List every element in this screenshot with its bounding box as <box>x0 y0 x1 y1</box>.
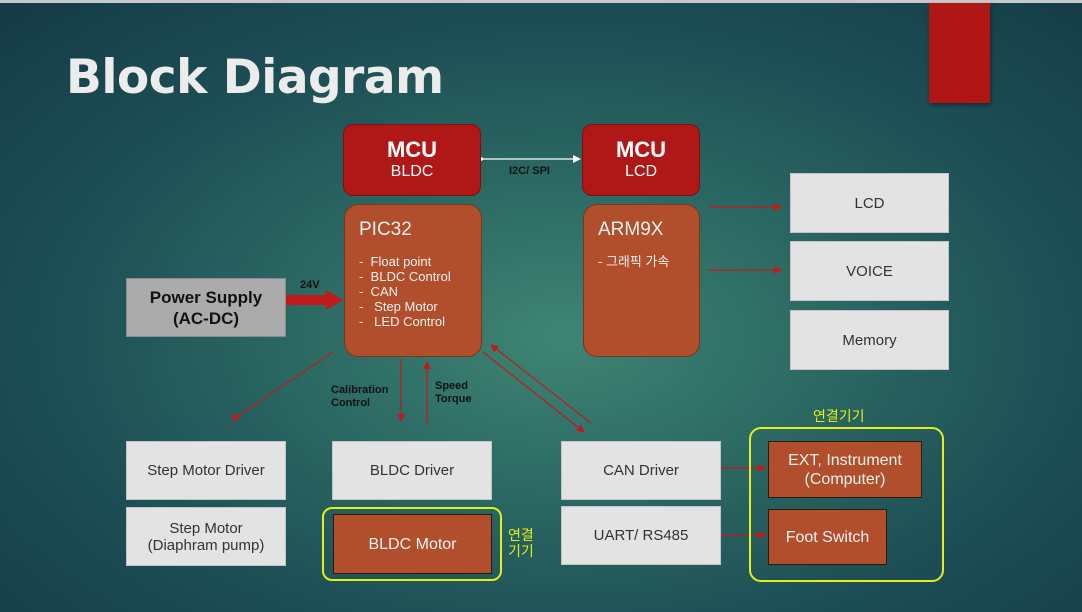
connected-devices-side-label: 연결 기기 <box>508 527 534 559</box>
calibration-label-line2: Control <box>331 397 371 409</box>
mcu-lcd-block: MCU LCD <box>582 124 700 196</box>
mcu-lcd-title: MCU <box>615 137 667 162</box>
mcu-bldc-block: MCU BLDC <box>343 124 481 196</box>
connected-devices-side-line1: 연결 <box>508 527 534 543</box>
arm9x-block: ARM9X - 그래픽 가속 <box>583 204 700 357</box>
voltage-label: 24V <box>300 279 320 291</box>
step-motor-driver-block: Step Motor Driver <box>126 441 286 500</box>
arm9x-feature-list: - 그래픽 가속 <box>598 254 669 269</box>
pic32-feature-list: - Float point - BLDC Control - CAN - Ste… <box>359 254 451 329</box>
lcd-block: LCD <box>790 173 949 233</box>
arrow-to-step-driver <box>231 351 334 421</box>
step-motor-line1: Step Motor <box>169 519 243 537</box>
power-supply-line2: (AC-DC) <box>172 308 240 328</box>
pic32-name: PIC32 <box>359 219 412 240</box>
speed-label-line1: Speed <box>435 380 469 392</box>
ext-instrument-line1: EXT, Instrument <box>788 451 902 469</box>
power-supply-block: Power Supply (AC-DC) <box>126 278 286 337</box>
speed-label-line2: Torque <box>435 393 472 405</box>
pic32-feature: - BLDC Control <box>359 269 451 284</box>
pic32-block: PIC32 - Float point - BLDC Control - CAN… <box>344 204 482 357</box>
ext-instrument-line2: (Computer) <box>804 470 886 488</box>
connected-devices-side-line2: 기기 <box>508 543 534 559</box>
connected-devices-frame <box>749 427 944 582</box>
connected-devices-label: 연결기기 <box>813 408 865 424</box>
mcu-bldc-sub: BLDC <box>390 163 434 180</box>
arrow-to-can <box>482 351 585 433</box>
foot-switch-block: Foot Switch <box>768 509 887 565</box>
arm9x-feature: - 그래픽 가속 <box>598 254 670 269</box>
power-arrow <box>284 290 343 310</box>
mcu-bldc-title: MCU <box>386 137 438 162</box>
top-border-line <box>0 0 1082 3</box>
step-motor-line2: (Diaphram pump) <box>147 536 265 554</box>
mcu-lcd-sub: LCD <box>624 163 657 180</box>
uart-block: UART/ RS485 <box>561 506 721 565</box>
arrow-from-can <box>490 344 592 424</box>
calibration-label-line1: Calibration <box>331 384 389 396</box>
pic32-feature: - CAN <box>359 284 398 299</box>
voice-block: VOICE <box>790 241 949 301</box>
speed-label: Speed Torque <box>435 380 471 406</box>
arm9x-name: ARM9X <box>598 219 664 240</box>
pic32-feature: - LED Control <box>359 314 445 329</box>
slide-accent-bar <box>929 3 990 103</box>
bus-label: I2C/ SPI <box>509 165 550 177</box>
step-motor-block: Step Motor (Diaphram pump) <box>126 507 286 566</box>
bldc-driver-block: BLDC Driver <box>332 441 492 500</box>
calibration-label: Calibration Control <box>331 384 388 410</box>
pic32-feature: - Float point <box>359 254 432 269</box>
can-driver-block: CAN Driver <box>561 441 721 500</box>
memory-block: Memory <box>790 310 949 370</box>
slide-title: Block Diagram <box>66 50 444 105</box>
ext-instrument-block: EXT, Instrument (Computer) <box>768 441 922 498</box>
bldc-motor-frame <box>322 507 502 581</box>
bldc-motor-block: BLDC Motor <box>333 514 492 574</box>
pic32-feature: - Step Motor <box>359 299 438 314</box>
power-supply-line1: Power Supply <box>149 287 263 307</box>
